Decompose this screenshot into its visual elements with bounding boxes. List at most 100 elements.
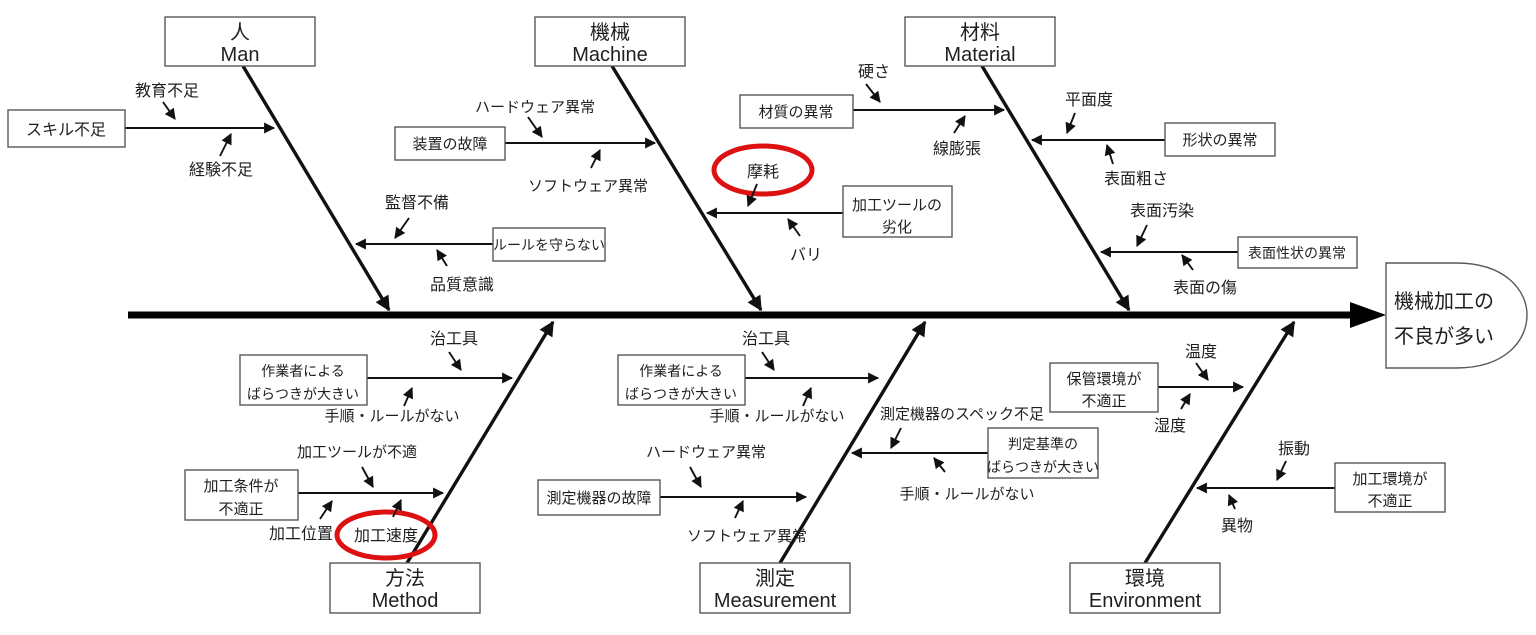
environment-cause2-sub2-label: 異物: [1221, 517, 1253, 535]
material-cause3-box: [1237, 236, 1358, 269]
environment-cause1-box: [1049, 362, 1159, 413]
method-cause2-sub1-arrow: [361, 466, 374, 488]
measurement-cause3-sub1-label: 測定機器のスペック不足: [880, 406, 1044, 423]
measurement-category-jp: 測定: [755, 567, 795, 590]
method-cause2-label-line2: 不適正: [218, 500, 263, 518]
material-branch-line: [980, 65, 1131, 312]
method-cause2-sub3-label: 加工速度: [354, 527, 418, 545]
measurement-cause1-sub1-label: 治工具: [742, 330, 790, 348]
environment-cause1-label-line2: 不適正: [1081, 392, 1126, 410]
measurement-branch-line: [778, 320, 927, 564]
material-cause3-sub1-arrow: [1136, 224, 1148, 247]
effect-text-line2: 不良が多い: [1394, 325, 1494, 348]
environment-branch-line: [1143, 320, 1296, 564]
environment-cause1-sub2-arrow: [1180, 393, 1191, 410]
measurement-cause1-box: [617, 354, 746, 406]
man-category-box: [164, 16, 316, 67]
measurement-cause2-sub1-label: ハードウェア異常: [646, 444, 766, 461]
method-cause1-label-line2: ばらつきが大きい: [247, 386, 359, 402]
measurement-cause3-box: [987, 427, 1099, 479]
effect-head-shape: [1385, 262, 1528, 369]
material-cause1-sub2-arrow: [953, 115, 966, 134]
environment-cause1-sub2-label: 湿度: [1154, 417, 1186, 435]
material-cause2-sub1-arrow: [1065, 112, 1076, 135]
environment-category-box: [1069, 562, 1221, 614]
machine-category-jp: 機械: [590, 21, 630, 44]
measurement-cause1-label-line1: 作業者による: [639, 363, 723, 379]
environment-cause1-sub1-label: 温度: [1185, 343, 1217, 361]
machine-cause1-box: [394, 126, 506, 161]
machine-cause2-label-line1: 加工ツールの: [852, 197, 942, 214]
measurement-cause2-sub1-arrow: [689, 466, 702, 488]
measurement-cause3-sub2-label: 手順・ルールがない: [899, 486, 1034, 503]
machine-category-en: Machine: [572, 44, 648, 66]
man-cause1-sub2-label: 経験不足: [189, 161, 253, 179]
man-cause1-sub1-label: 教育不足: [135, 82, 199, 100]
man-cause1-sub1-arrow: [162, 101, 176, 120]
material-category-en: Material: [944, 44, 1015, 66]
man-cause2-sub2-arrow: [436, 249, 448, 267]
branch-measurement: 測定 Measurement 作業者による ばらつきが大きい 治工具 手順・ルー…: [537, 320, 1099, 614]
branch-man: 人 Man スキル不足 教育不足 経験不足 ルールを守らない 監督不備 品質意識: [7, 16, 606, 312]
method-cause1-sub1-label: 治工具: [430, 330, 478, 348]
measurement-cause3-label-line2: ばらつきが大きい: [987, 459, 1099, 475]
machine-cause2-box: [842, 185, 953, 238]
machine-cause2-sub1-label: 摩耗: [747, 163, 779, 181]
highlight-ellipse-wear: [711, 143, 815, 197]
branch-machine: 機械 Machine 装置の故障 ハードウェア異常 ソフトウェア異常 加工ツール…: [394, 16, 953, 312]
method-category-jp: 方法: [385, 567, 425, 590]
material-cause2-sub1-label: 平面度: [1065, 91, 1113, 109]
machine-cause1-sub2-label: ソフトウェア異常: [528, 178, 648, 195]
machine-cause2-sub1-arrow: [746, 183, 758, 208]
machine-cause2-label-line2: 劣化: [882, 219, 912, 236]
material-cause3-label: 表面性状の異常: [1248, 245, 1346, 261]
man-cause1-sub2-arrow: [219, 133, 232, 157]
machine-branch-line: [610, 65, 763, 312]
environment-cause1-label-line1: 保管環境が: [1066, 370, 1141, 388]
measurement-cause2-sub2-arrow: [733, 500, 744, 519]
environment-cause2-sub2-arrow: [1227, 493, 1238, 510]
man-cause1-box: [7, 109, 126, 148]
measurement-cause3-label-line1: 判定基準の: [1008, 436, 1078, 452]
material-category-box: [904, 16, 1056, 67]
environment-cause2-label-line2: 不適正: [1367, 492, 1412, 510]
man-cause2-box: [492, 227, 606, 262]
material-cause2-box: [1164, 122, 1276, 157]
machine-cause1-sub1-arrow: [527, 116, 543, 138]
spine-arrowhead-icon: [1350, 302, 1386, 328]
measurement-cause1-sub2-arrow: [801, 386, 813, 407]
machine-category-box: [534, 16, 686, 67]
man-cause2-sub1-arrow: [394, 217, 410, 239]
measurement-category-en: Measurement: [714, 590, 837, 612]
material-cause3-sub2-label: 表面の傷: [1173, 279, 1237, 297]
effect-text-line1: 機械加工の: [1394, 290, 1494, 313]
measurement-cause2-box: [537, 479, 661, 516]
man-branch-line: [241, 65, 391, 312]
method-cause1-sub2-arrow: [402, 386, 414, 407]
machine-cause2-sub2-label: バリ: [790, 247, 822, 264]
measurement-cause2-sub2-label: ソフトウェア異常: [687, 528, 807, 545]
material-cause2-sub2-label: 表面粗さ: [1104, 170, 1168, 188]
method-cause2-sub3-arrow: [391, 499, 402, 518]
method-cause2-sub1-label: 加工ツールが不適: [297, 443, 417, 461]
measurement-category-box: [699, 562, 851, 614]
environment-category-en: Environment: [1089, 590, 1202, 612]
measurement-cause2-label: 測定機器の故障: [546, 489, 651, 507]
environment-cause2-box: [1334, 462, 1446, 513]
method-cause1-label-line1: 作業者による: [261, 363, 345, 379]
measurement-cause3-sub1-arrow: [890, 427, 902, 449]
material-cause3-sub1-label: 表面汚染: [1130, 202, 1194, 220]
machine-cause2-sub2-arrow: [787, 218, 801, 237]
measurement-cause1-label-line2: ばらつきが大きい: [625, 386, 737, 402]
method-category-box: [329, 562, 481, 614]
method-cause2-label-line1: 加工条件が: [203, 478, 278, 495]
branch-material: 材料 Material 材質の異常 硬さ 線膨張 形状の異常 平面度 表面粗さ …: [739, 16, 1358, 312]
man-cause2-label: ルールを守らない: [493, 237, 605, 253]
method-category-en: Method: [372, 590, 439, 612]
material-cause1-label: 材質の異常: [758, 103, 833, 121]
machine-cause1-sub2-arrow: [590, 149, 601, 169]
method-cause1-box: [239, 354, 368, 406]
environment-cause2-sub1-label: 振動: [1278, 440, 1310, 458]
